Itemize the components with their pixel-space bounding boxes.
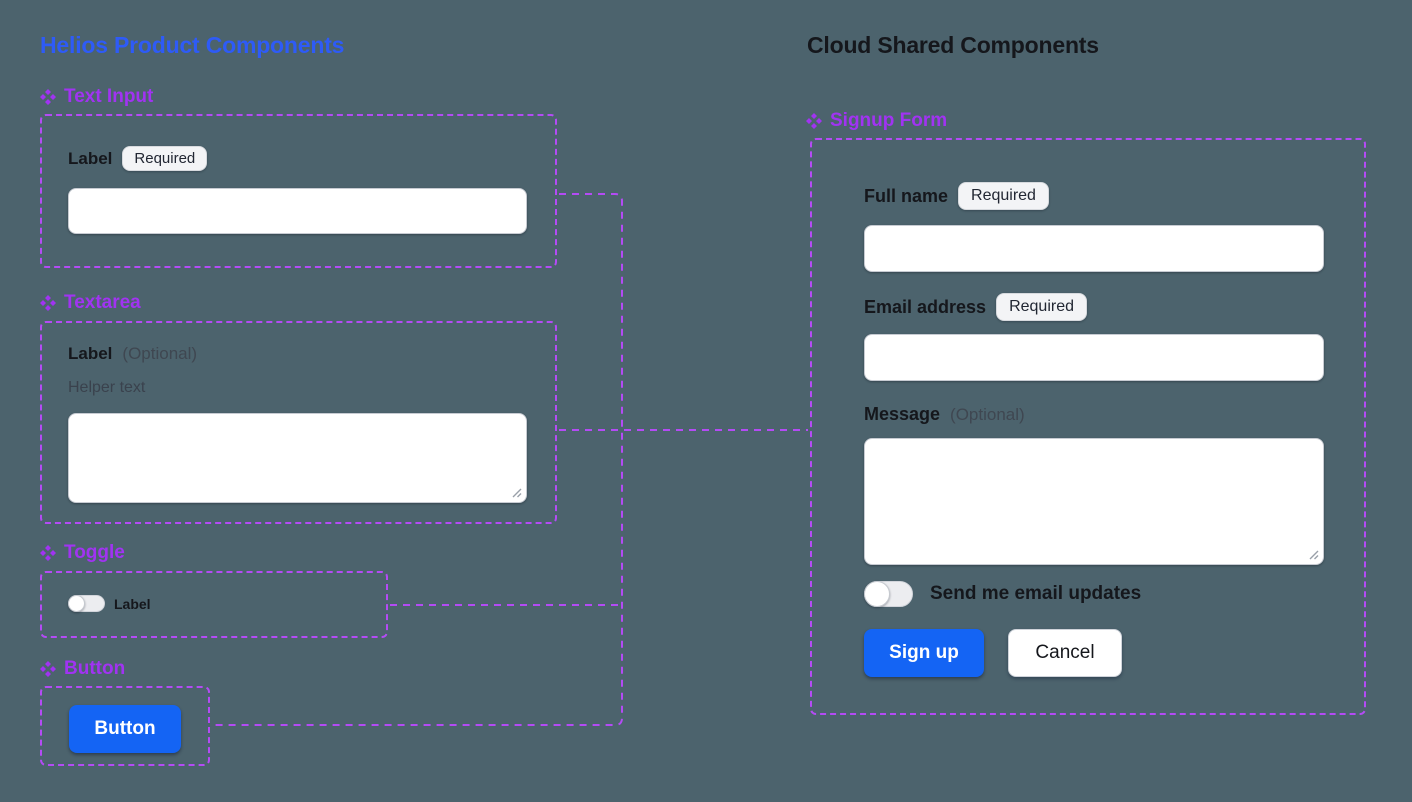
- component-icon: [40, 89, 56, 105]
- component-icon: [40, 661, 56, 677]
- textarea-field-label: Label: [68, 344, 113, 363]
- required-badge: Required: [122, 146, 208, 171]
- toggle-field-label: Label: [114, 595, 151, 612]
- optional-label: (Optional): [122, 344, 198, 363]
- helios-section-title: Helios Product Components: [40, 32, 345, 58]
- full-name-label: Full name: [864, 185, 949, 206]
- component-header-signup-form: Signup Form: [806, 110, 947, 132]
- textarea-field[interactable]: [68, 413, 527, 503]
- component-header-button: Button: [40, 658, 125, 680]
- email-updates-label: Send me email updates: [930, 583, 1142, 604]
- component-header-label: Signup Form: [830, 110, 948, 131]
- toggle-switch[interactable]: [68, 595, 105, 612]
- toggle-knob: [864, 581, 890, 607]
- email-address-label: Email address: [864, 296, 987, 317]
- required-badge: Required: [958, 182, 1049, 210]
- text-input-field[interactable]: [68, 188, 527, 234]
- textarea-component-frame: Label (Optional) Helper text: [40, 321, 557, 524]
- toggle-component-frame: Label: [40, 571, 388, 638]
- component-header-textarea: Textarea: [40, 292, 141, 314]
- component-header-label: Text Input: [64, 86, 154, 107]
- signup-form-component-frame: Full name Required Email address Require…: [810, 138, 1366, 715]
- text-input-component-frame: Label Required: [40, 114, 557, 268]
- message-label: Message: [864, 404, 941, 424]
- component-header-toggle: Toggle: [40, 542, 125, 564]
- component-header-label: Textarea: [64, 292, 141, 313]
- optional-label: (Optional): [950, 404, 1025, 424]
- email-updates-toggle[interactable]: [864, 581, 913, 607]
- toggle-knob: [68, 595, 85, 612]
- email-address-input[interactable]: [864, 334, 1324, 381]
- required-badge: Required: [996, 293, 1087, 321]
- full-name-input[interactable]: [864, 225, 1324, 272]
- helper-text: Helper text: [68, 379, 146, 396]
- component-icon: [806, 113, 822, 129]
- component-icon: [40, 545, 56, 561]
- sign-up-button[interactable]: Sign up: [864, 629, 984, 677]
- cancel-button[interactable]: Cancel: [1008, 629, 1122, 677]
- component-header-text-input: Text Input: [40, 86, 153, 108]
- component-header-label: Toggle: [64, 542, 125, 563]
- message-textarea[interactable]: [864, 438, 1324, 565]
- text-input-field-label: Label: [68, 148, 113, 168]
- sample-button[interactable]: Button: [69, 705, 181, 753]
- component-icon: [40, 295, 56, 311]
- button-component-frame: Button: [40, 686, 210, 766]
- cloud-section-title: Cloud Shared Components: [807, 32, 1099, 58]
- component-header-label: Button: [64, 658, 126, 679]
